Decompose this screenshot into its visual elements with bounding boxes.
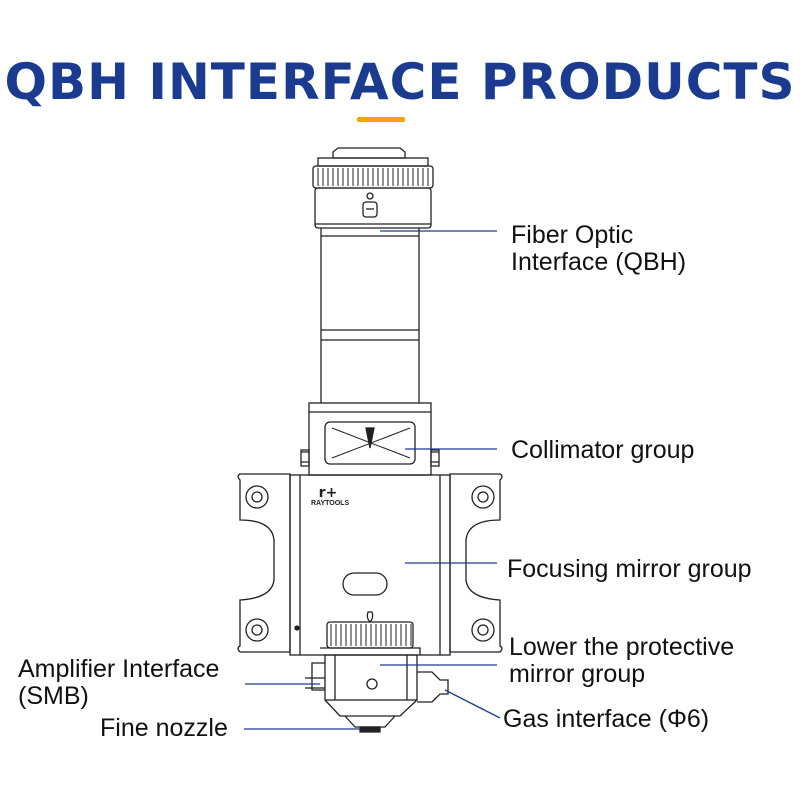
title-accent-bar: [357, 117, 405, 122]
label-fiber-optic-line1: Fiber Optic: [511, 221, 634, 249]
label-focusing: Focusing mirror group: [507, 555, 752, 583]
label-fiber-optic-line2: Interface (QBH): [511, 248, 687, 276]
page-title: QBH INTERFACE PRODUCTS: [4, 53, 796, 111]
brand-logo-icon: r+: [318, 485, 338, 501]
label-nozzle: Fine nozzle: [100, 714, 228, 742]
leader-gas: [444, 689, 501, 719]
mounting-plate: [237, 473, 503, 653]
label-lower-protective: Lower the protective mirror group: [509, 634, 734, 688]
qbh-connector: [312, 147, 434, 229]
label-fiber-optic: Fiber Optic Interface (QBH): [511, 222, 686, 276]
collimator-block: [300, 402, 440, 476]
label-collimator: Collimator group: [511, 436, 695, 464]
lower-section: [305, 654, 449, 733]
label-gas: Gas interface (Φ6): [503, 705, 710, 733]
label-lower-protective-line2: mirror group: [509, 660, 646, 688]
label-lower-protective-line1: Lower the protective: [509, 633, 735, 661]
label-amplifier: Amplifier Interface (SMB): [18, 656, 219, 710]
fiber-tube: [320, 228, 420, 403]
label-amplifier-line2: (SMB): [18, 682, 89, 710]
label-amplifier-line1: Amplifier Interface: [18, 655, 220, 683]
brand-logo: r+ RAYTOOLS: [311, 485, 350, 508]
brand-logo-text: RAYTOOLS: [311, 500, 350, 507]
